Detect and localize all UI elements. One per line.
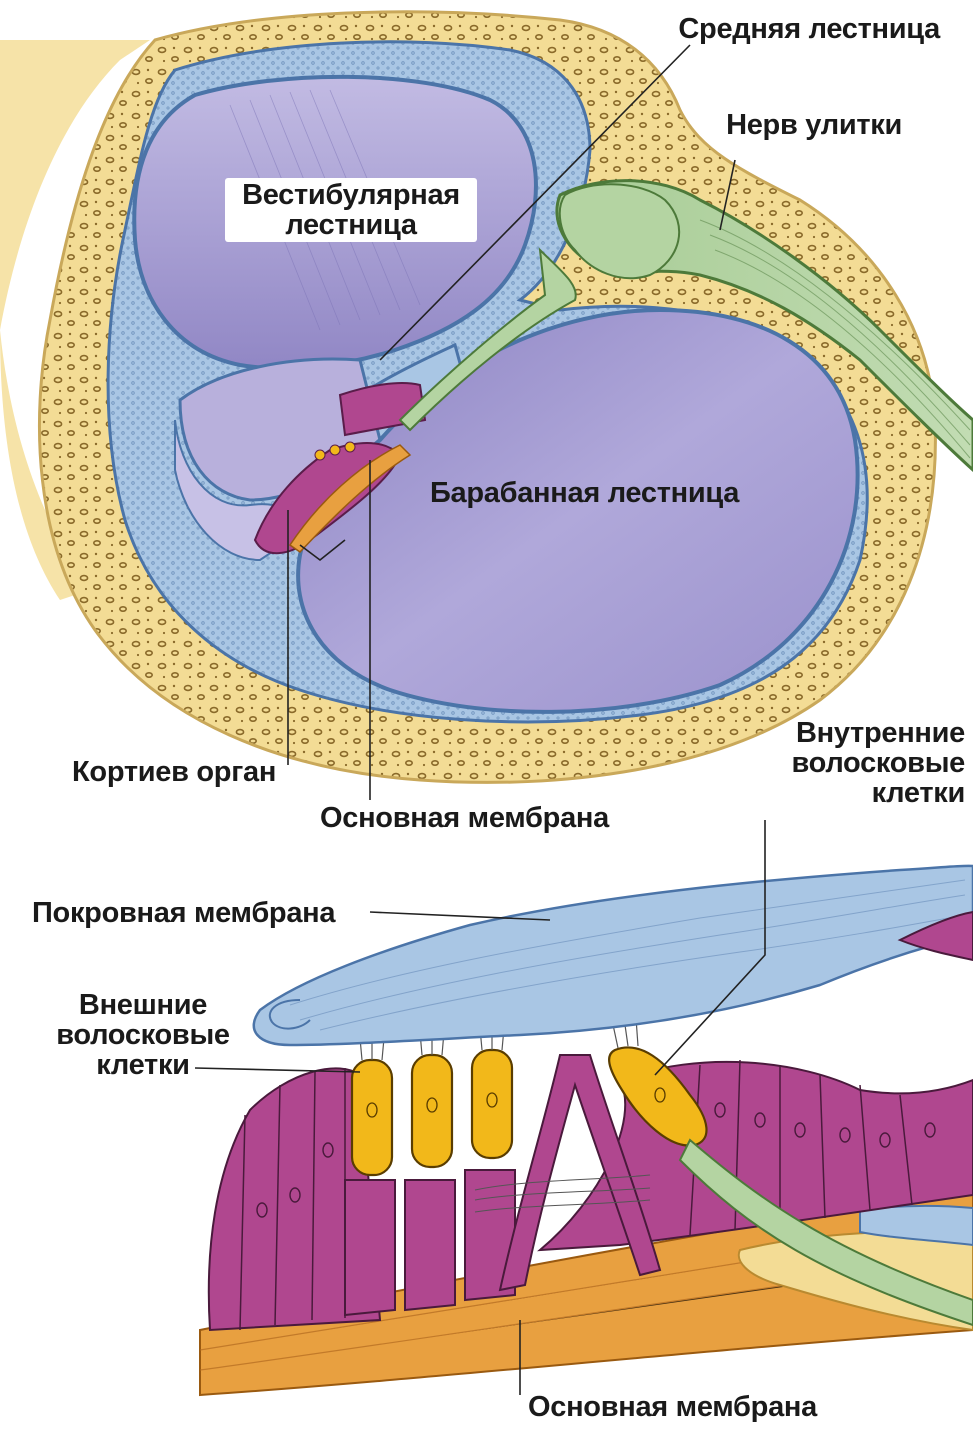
label-scala-media: Средняя лестница xyxy=(640,14,940,44)
label-inner-hair-cells-line2: волосковые xyxy=(720,748,965,778)
label-basilar-membrane-top: Основная мембрана xyxy=(320,803,609,833)
tectorial-membrane xyxy=(254,866,973,1045)
label-scala-tympani: Барабанная лестница xyxy=(430,478,739,508)
label-scala-vestibuli-line2: лестница xyxy=(231,210,471,240)
label-basilar-membrane-bottom: Основная мембрана xyxy=(528,1392,817,1422)
label-scala-vestibuli-line1: Вестибулярная xyxy=(231,180,471,210)
label-outer-hair-cells-line3: клетки xyxy=(38,1050,248,1080)
label-outer-hair-cells-line1: Внешние xyxy=(38,990,248,1020)
phalangeal-cells xyxy=(345,1170,515,1315)
label-outer-hair-cells: Внешние волосковые клетки xyxy=(38,990,248,1080)
label-inner-hair-cells: Внутренние волосковые клетки xyxy=(720,718,965,808)
label-tectorial-membrane: Покровная мембрана xyxy=(32,898,335,928)
label-cochlear-nerve: Нерв улитки xyxy=(640,110,902,140)
label-inner-hair-cells-line1: Внутренние xyxy=(720,718,965,748)
label-organ-of-corti: Кортиев орган xyxy=(72,757,276,787)
label-scala-vestibuli: Вестибулярная лестница xyxy=(225,178,477,242)
label-inner-hair-cells-line3: клетки xyxy=(720,778,965,808)
label-outer-hair-cells-line2: волосковые xyxy=(38,1020,248,1050)
